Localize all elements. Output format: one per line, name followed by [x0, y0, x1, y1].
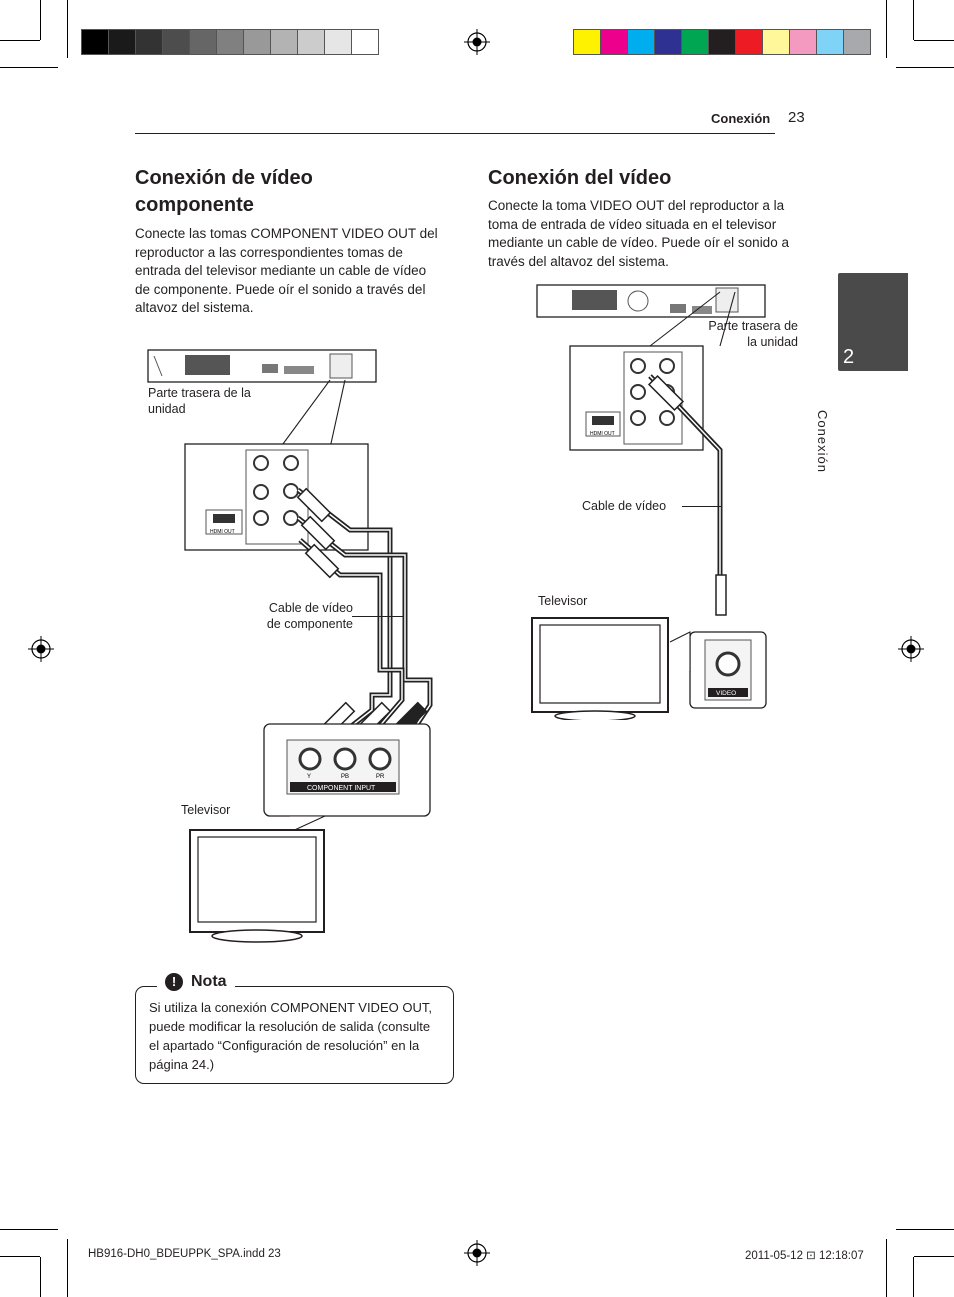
color-swatch [816, 29, 844, 55]
crop-mark [896, 1229, 954, 1230]
cable-label-line: Cable de vídeo [268, 601, 353, 615]
gray-swatch [108, 29, 136, 55]
registration-mark-icon [464, 1240, 490, 1266]
gray-swatch [189, 29, 217, 55]
color-swatch [735, 29, 763, 55]
video-connection-diagram: HDMI OUT VIDEO [531, 284, 767, 720]
color-swatch [654, 29, 682, 55]
color-swatch [681, 29, 709, 55]
crop-mark [67, 0, 68, 58]
component-body-text: Conecte las tomas COMPONENT VIDEO OUT de… [135, 226, 438, 316]
color-swatch [573, 29, 601, 55]
unit-jack-closeup: HDMI OUT [569, 345, 704, 451]
unit-rear-panel [536, 284, 766, 318]
crop-mark [914, 1256, 954, 1257]
gray-swatch [351, 29, 379, 55]
title-line: Conexión de vídeo [135, 167, 313, 189]
video-body-text: Conecte la toma VIDEO OUT del reproducto… [488, 198, 789, 269]
unit-jack-closeup: HDMI OUT [184, 443, 369, 551]
crop-mark [0, 1229, 58, 1230]
video-label: VIDEO [716, 690, 736, 697]
crop-mark [913, 1257, 914, 1297]
crop-mark [913, 0, 914, 40]
tv-icon [531, 617, 669, 720]
registration-mark-icon [464, 29, 490, 55]
header-section: Conexión [711, 111, 771, 126]
jack-pr: PR [376, 774, 385, 780]
tv-label: Televisor [538, 594, 588, 608]
color-swatch [708, 29, 736, 55]
component-connection-diagram: HDMI OUT Y PB PR COMPONENT INPUT [147, 349, 433, 943]
color-swatch [600, 29, 628, 55]
registration-mark-icon [898, 636, 924, 662]
gray-swatch [135, 29, 163, 55]
gray-swatch [324, 29, 352, 55]
crop-mark [914, 40, 954, 41]
crop-mark [67, 1239, 68, 1297]
note-text: Si utiliza la conexión COMPONENT VIDEO O… [149, 1000, 432, 1072]
color-swatch [789, 29, 817, 55]
rear-unit-label: Parte trasera de la unidad [698, 318, 798, 350]
section-title-video: Conexión del vídeo [488, 167, 672, 189]
tv-component-input-closeup: Y PB PR COMPONENT INPUT [263, 723, 431, 817]
cable-label-line: de componente [266, 617, 353, 631]
tv-icon [189, 829, 325, 943]
leader-line [352, 616, 404, 617]
tv-label: Televisor [181, 803, 231, 817]
note-header: ! Nota [157, 973, 235, 991]
chapter-number: 2 [843, 346, 855, 368]
crop-mark [0, 67, 58, 68]
unit-rear-panel [147, 349, 377, 383]
hdmi-label: HDMI OUT [210, 529, 235, 535]
registration-mark-icon [28, 636, 54, 662]
exclamation-icon: ! [165, 973, 183, 991]
crop-mark [886, 0, 887, 58]
video-cable [647, 374, 727, 616]
cable-label: Cable de vídeo de componente [260, 600, 353, 632]
chapter-label: Conexión [815, 410, 830, 473]
cable-label: Cable de vídeo [582, 499, 667, 513]
gray-swatch [297, 29, 325, 55]
title-line: componente [135, 194, 254, 216]
crop-mark [0, 40, 40, 41]
rear-unit-label: Parte trasera de la unidad [148, 386, 251, 416]
gray-swatch [216, 29, 244, 55]
note-title: Nota [191, 973, 227, 990]
jack-y: Y [307, 774, 311, 780]
hdmi-label: HDMI OUT [590, 431, 615, 437]
crop-mark [0, 1256, 40, 1257]
tv-video-input-closeup: VIDEO [689, 631, 767, 709]
rear-label-line: Parte trasera de [708, 319, 798, 333]
page-number: 23 [788, 109, 805, 126]
color-swatch [762, 29, 790, 55]
component-cable [296, 487, 433, 737]
component-input-label: COMPONENT INPUT [307, 785, 376, 792]
gray-swatch [162, 29, 190, 55]
crop-mark [886, 1239, 887, 1297]
gray-swatch [270, 29, 298, 55]
crop-mark [40, 1257, 41, 1297]
color-swatch [843, 29, 871, 55]
crop-mark [40, 0, 41, 40]
footer-date: 2011-05-12 ⊡ 12:18:07 [745, 1250, 864, 1262]
note-box [135, 986, 454, 1084]
crop-mark [896, 67, 954, 68]
color-swatch [627, 29, 655, 55]
header-rule [135, 133, 775, 134]
chapter-tab [838, 273, 908, 371]
rear-label-line: la unidad [747, 335, 798, 349]
leader-line [682, 506, 722, 507]
gray-swatch [81, 29, 109, 55]
section-title-component: Conexión de vídeo componente [135, 165, 313, 219]
jack-pb: PB [341, 774, 349, 780]
gray-swatch [243, 29, 271, 55]
footer-file: HB916-DH0_BDEUPPK_SPA.indd 23 [88, 1248, 281, 1260]
